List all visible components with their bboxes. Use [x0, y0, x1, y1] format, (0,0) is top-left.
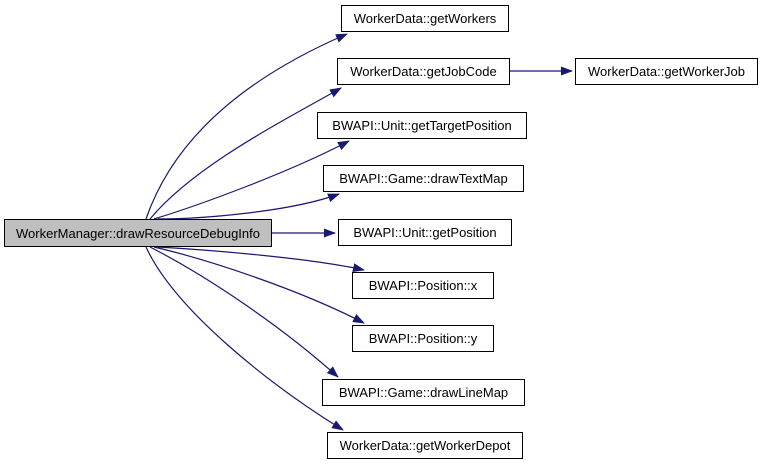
edge-root-to-position-y — [153, 246, 365, 324]
edge-root-to-position-x — [157, 246, 365, 273]
node-workerdata-getjobcode[interactable]: WorkerData::getJobCode — [337, 58, 510, 85]
node-label: BWAPI::Unit::getPosition — [353, 225, 497, 240]
node-label: BWAPI::Unit::getTargetPosition — [332, 118, 512, 133]
node-label: BWAPI::Position::y — [368, 331, 478, 346]
node-label: WorkerData::getWorkerDepot — [339, 438, 511, 453]
edge-root-to-drawlinemap — [149, 246, 339, 378]
node-bwapi-unit-gettargetposition[interactable]: BWAPI::Unit::getTargetPosition — [317, 112, 527, 139]
node-label: WorkerManager::drawResourceDebugInfo — [16, 225, 260, 241]
node-label: WorkerData::getWorkers — [353, 11, 497, 26]
edge-root-to-getworkers — [145, 33, 348, 220]
node-label: WorkerData::getWorkerJob — [587, 64, 746, 79]
edge-root-to-getjobcode — [149, 87, 342, 220]
node-workerdata-getworkerjob[interactable]: WorkerData::getWorkerJob — [575, 58, 758, 85]
node-bwapi-position-x[interactable]: BWAPI::Position::x — [352, 272, 494, 299]
node-label: WorkerData::getJobCode — [350, 64, 497, 79]
edge-root-to-getworkerdepot — [145, 246, 344, 431]
node-bwapi-position-y[interactable]: BWAPI::Position::y — [352, 325, 494, 352]
node-workermanager-drawresourcedebuginfo: WorkerManager::drawResourceDebugInfo — [4, 219, 272, 247]
node-bwapi-game-drawtextmap[interactable]: BWAPI::Game::drawTextMap — [323, 165, 524, 192]
node-bwapi-unit-getposition[interactable]: BWAPI::Unit::getPosition — [338, 219, 512, 246]
node-label: BWAPI::Game::drawLineMap — [338, 385, 509, 400]
node-bwapi-game-drawlinemap[interactable]: BWAPI::Game::drawLineMap — [322, 379, 525, 406]
edge-root-to-gettargetposition — [153, 140, 350, 220]
node-label: BWAPI::Game::drawTextMap — [339, 171, 508, 186]
node-workerdata-getworkerdepot[interactable]: WorkerData::getWorkerDepot — [327, 432, 523, 459]
node-label: BWAPI::Position::x — [368, 278, 478, 293]
edge-root-to-drawtextmap — [157, 193, 340, 220]
node-workerdata-getworkers[interactable]: WorkerData::getWorkers — [341, 5, 509, 32]
